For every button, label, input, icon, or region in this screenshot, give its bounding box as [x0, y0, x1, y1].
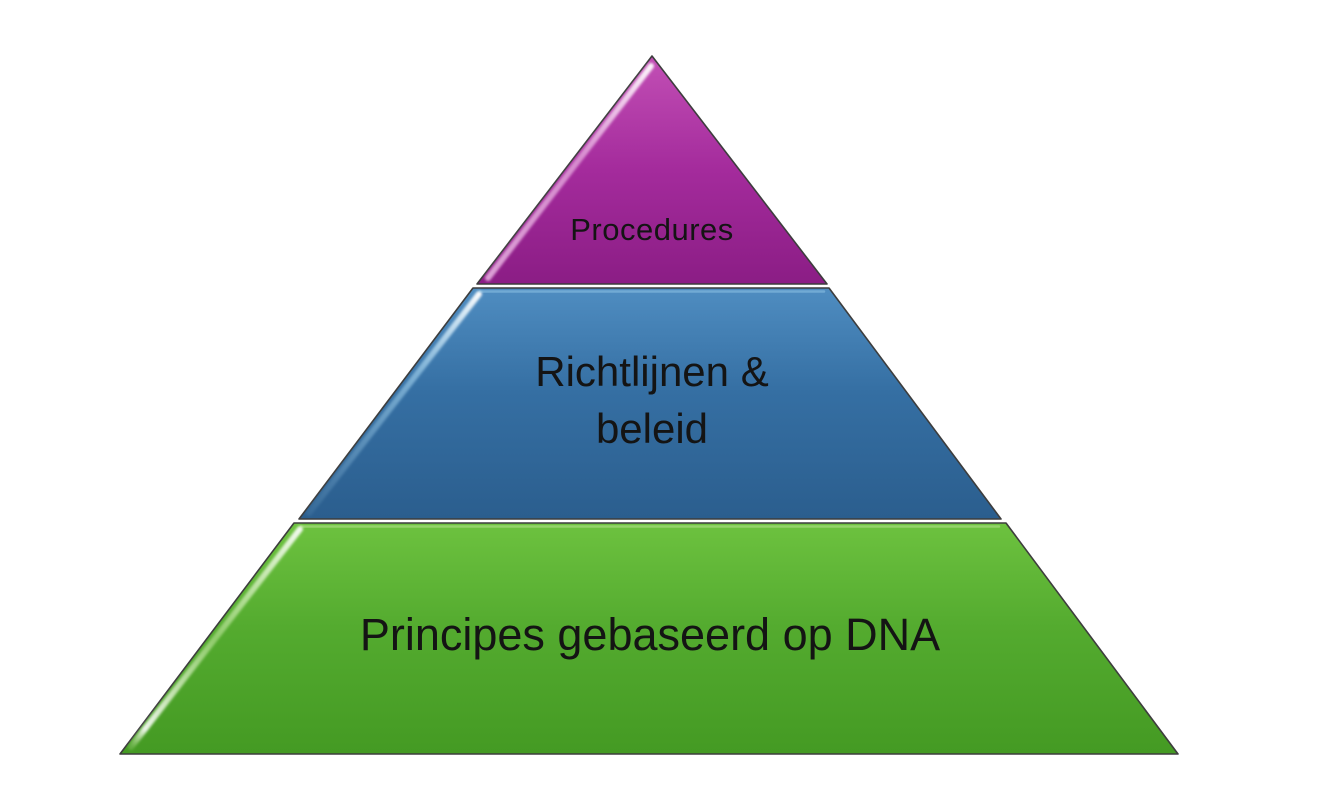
pyramid-level-2-gloss — [306, 291, 482, 516]
pyramid-level-1-label: Procedures — [570, 212, 734, 247]
pyramid-level-1-shape — [476, 55, 828, 285]
pyramid-level-richtlijnen-beleid: Richtlijnen & beleid — [298, 287, 1002, 520]
pyramid-level-procedures: Procedures — [476, 55, 828, 285]
pyramid-level-2-shape — [298, 287, 1002, 520]
pyramid-level-3-gloss — [128, 526, 303, 750]
pyramid-level-2-label-line1: Richtlijnen & — [535, 348, 768, 395]
pyramid-level-2-label-line2: beleid — [596, 405, 708, 452]
pyramid-level-1-gloss — [485, 63, 654, 281]
pyramid-level-principes: Principes gebaseerd op DNA — [119, 522, 1179, 755]
pyramid-level-3-label: Principes gebaseerd op DNA — [360, 609, 940, 660]
pyramid-level-3-shape — [119, 522, 1179, 755]
